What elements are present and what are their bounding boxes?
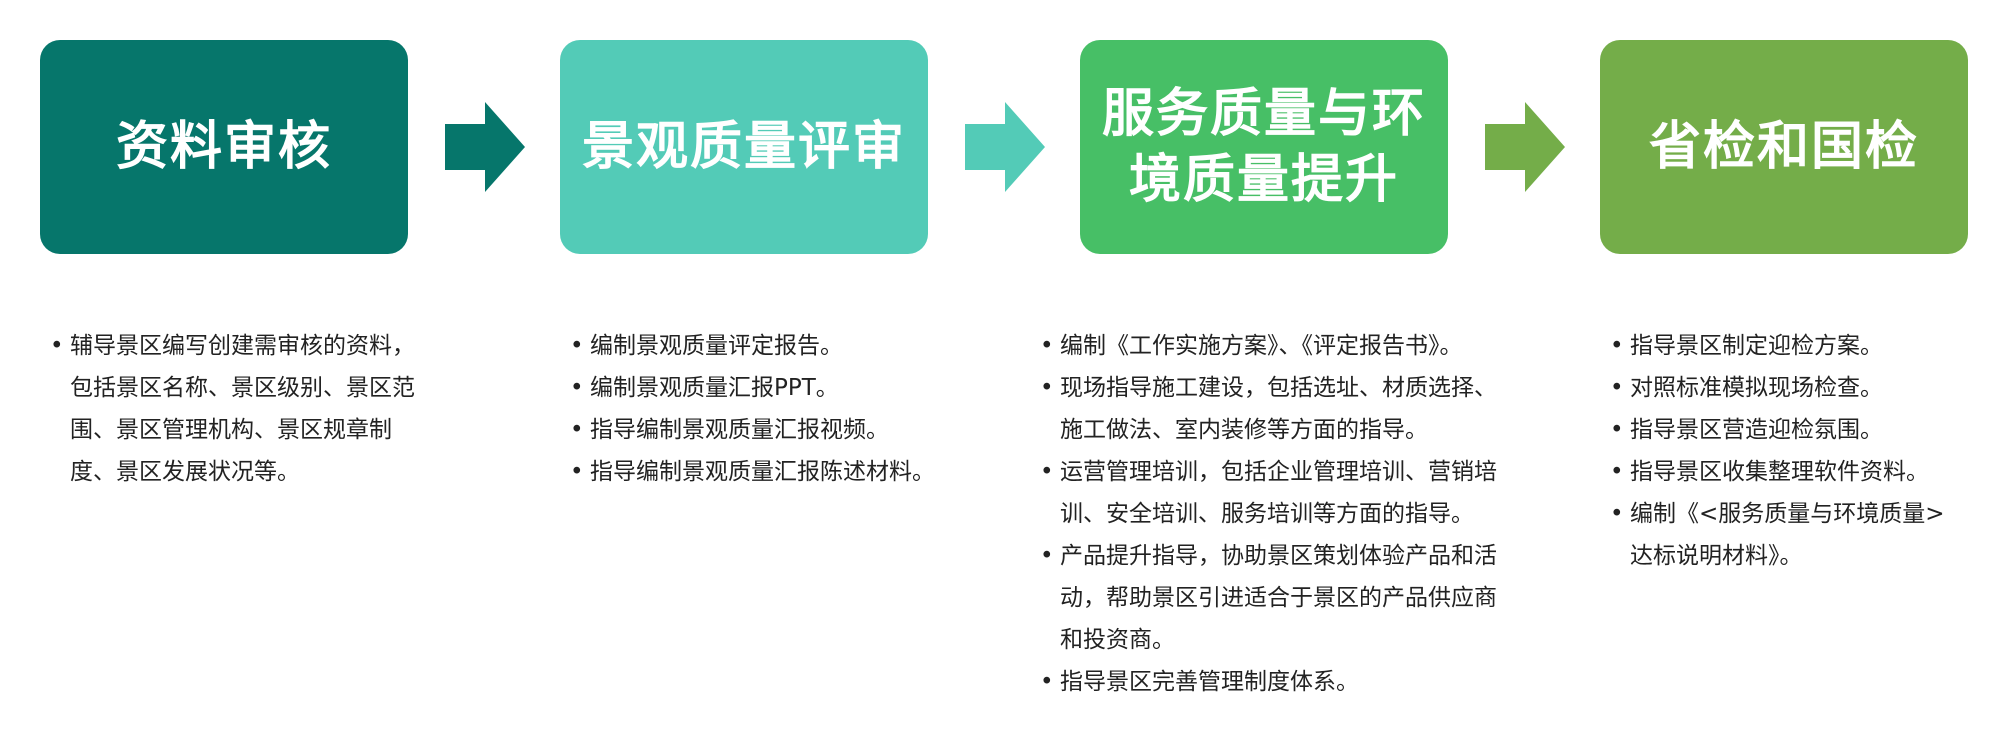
bullet-icon: •: [1610, 417, 1624, 443]
bullet-icon: •: [50, 333, 64, 359]
flow-arrow-icon: [445, 102, 525, 192]
bullet-icon: •: [1610, 501, 1624, 527]
task-list-item: •指导编制景观质量汇报视频。: [570, 409, 960, 451]
task-list-item: •编制《<服务质量与环境质量>达标说明材料》。: [1610, 493, 1950, 577]
flow-arrow-icon: [965, 102, 1045, 192]
bullet-icon: •: [1610, 459, 1624, 485]
task-list-item: •对照标准模拟现场检查。: [1610, 367, 1950, 409]
task-list-item: •现场指导施工建设，包括选址、材质选择、施工做法、室内装修等方面的指导。: [1040, 367, 1500, 451]
bullet-icon: •: [570, 459, 584, 485]
bullet-icon: •: [1040, 669, 1054, 695]
stage-title: 资料审核: [115, 117, 332, 177]
task-text: 编制景观质量评定报告。: [590, 333, 843, 359]
bullet-icon: •: [1040, 459, 1054, 485]
task-text: 指导景区营造迎检氛围。: [1630, 417, 1883, 443]
stage-task-list: •辅导景区编写创建需审核的资料，包括景区名称、景区级别、景区范围、景区管理机构、…: [50, 325, 420, 493]
task-list-item: •辅导景区编写创建需审核的资料，包括景区名称、景区级别、景区范围、景区管理机构、…: [50, 325, 420, 493]
task-list-item: •指导景区营造迎检氛围。: [1610, 409, 1950, 451]
task-text: 现场指导施工建设，包括选址、材质选择、施工做法、室内装修等方面的指导。: [1060, 375, 1497, 443]
task-list-item: •编制《工作实施方案》、《评定报告书》。: [1040, 325, 1500, 367]
task-text: 编制《<服务质量与环境质量>达标说明材料》。: [1630, 501, 1945, 569]
stage-task-list: •编制《工作实施方案》、《评定报告书》。•现场指导施工建设，包括选址、材质选择、…: [1040, 325, 1500, 703]
task-text: 对照标准模拟现场检查。: [1630, 375, 1883, 401]
flow-arrow-icon: [1485, 102, 1565, 192]
task-text: 指导景区收集整理软件资料。: [1630, 459, 1929, 485]
stage-title: 省检和国检: [1648, 117, 1919, 177]
task-list-item: •指导景区收集整理软件资料。: [1610, 451, 1950, 493]
stage-task-list: •编制景观质量评定报告。•编制景观质量汇报PPT。•指导编制景观质量汇报视频。•…: [570, 325, 960, 493]
stage-box-landscape-review: 景观质量评审: [560, 40, 928, 254]
stage-task-list: •指导景区制定迎检方案。•对照标准模拟现场检查。•指导景区营造迎检氛围。•指导景…: [1610, 325, 1950, 577]
stage-title: 服务质量与环 境质量提升: [1101, 84, 1426, 210]
task-text: 编制景观质量汇报PPT。: [590, 375, 839, 401]
task-text: 指导景区制定迎检方案。: [1630, 333, 1883, 359]
task-text: 辅导景区编写创建需审核的资料，包括景区名称、景区级别、景区范围、景区管理机构、景…: [70, 333, 415, 485]
bullet-icon: •: [1040, 333, 1054, 359]
task-list-item: •指导景区完善管理制度体系。: [1040, 661, 1500, 703]
bullet-icon: •: [1610, 333, 1624, 359]
bullet-icon: •: [570, 417, 584, 443]
bullet-icon: •: [1040, 375, 1054, 401]
stage-box-service-environment: 服务质量与环 境质量提升: [1080, 40, 1448, 254]
task-text: 指导编制景观质量汇报陈述材料。: [590, 459, 935, 485]
task-text: 运营管理培训，包括企业管理培训、营销培训、安全培训、服务培训等方面的指导。: [1060, 459, 1497, 527]
bullet-icon: •: [570, 333, 584, 359]
task-text: 产品提升指导，协助景区策划体验产品和活动，帮助景区引进适合于景区的产品供应商和投…: [1060, 543, 1497, 653]
stage-box-document-review: 资料审核: [40, 40, 408, 254]
stage-box-inspection: 省检和国检: [1600, 40, 1968, 254]
task-text: 编制《工作实施方案》、《评定报告书》。: [1060, 333, 1463, 359]
task-list-item: •指导编制景观质量汇报陈述材料。: [570, 451, 960, 493]
bullet-icon: •: [1610, 375, 1624, 401]
task-text: 指导景区完善管理制度体系。: [1060, 669, 1359, 695]
bullet-icon: •: [570, 375, 584, 401]
task-list-item: •产品提升指导，协助景区策划体验产品和活动，帮助景区引进适合于景区的产品供应商和…: [1040, 535, 1500, 661]
task-list-item: •指导景区制定迎检方案。: [1610, 325, 1950, 367]
bullet-icon: •: [1040, 543, 1054, 569]
task-text: 指导编制景观质量汇报视频。: [590, 417, 889, 443]
task-list-item: •运营管理培训，包括企业管理培训、营销培训、安全培训、服务培训等方面的指导。: [1040, 451, 1500, 535]
task-list-item: •编制景观质量评定报告。: [570, 325, 960, 367]
stage-title: 景观质量评审: [581, 117, 906, 177]
task-list-item: •编制景观质量汇报PPT。: [570, 367, 960, 409]
